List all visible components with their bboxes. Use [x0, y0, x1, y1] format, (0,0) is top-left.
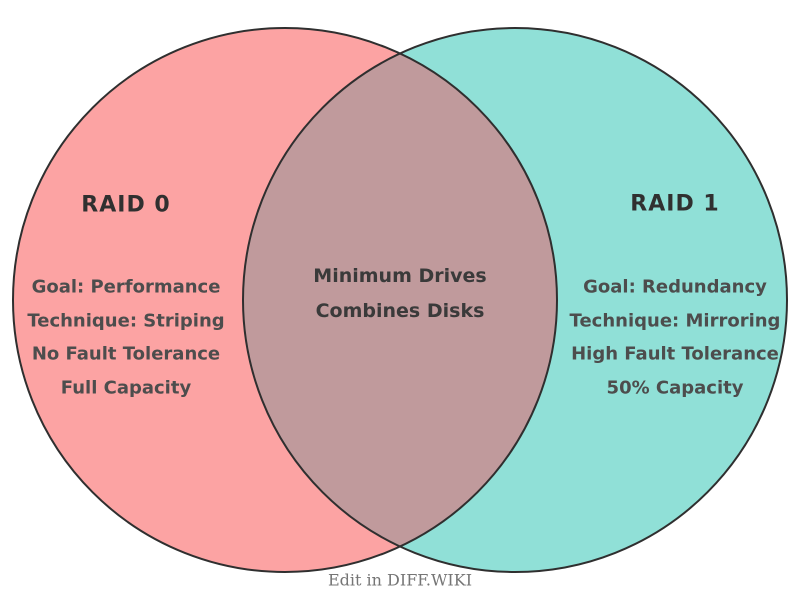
raid0-goal: Goal: Performance	[31, 276, 221, 298]
raid1-title: RAID 1	[630, 191, 720, 217]
raid0-capacity: Full Capacity	[60, 377, 192, 399]
overlap-min-drives: Minimum Drives	[313, 265, 487, 287]
overlap-region	[243, 28, 557, 572]
raid1-capacity: 50% Capacity	[606, 377, 744, 399]
diffwiki-credit-link[interactable]: Edit in DIFF.WIKI	[327, 570, 473, 590]
overlap-combines-disks: Combines Disks	[315, 300, 485, 322]
raid0-technique: Technique: Striping	[27, 310, 225, 332]
raid0-title: RAID 0	[81, 192, 171, 218]
raid0-tolerance: No Fault Tolerance	[31, 343, 221, 365]
raid1-technique: Technique: Mirroring	[569, 310, 781, 332]
raid1-goal: Goal: Redundancy	[583, 276, 767, 298]
raid1-outline	[242, 27, 788, 573]
raid1-tolerance: High Fault Tolerance	[571, 343, 779, 365]
raid0-outline	[12, 27, 558, 573]
